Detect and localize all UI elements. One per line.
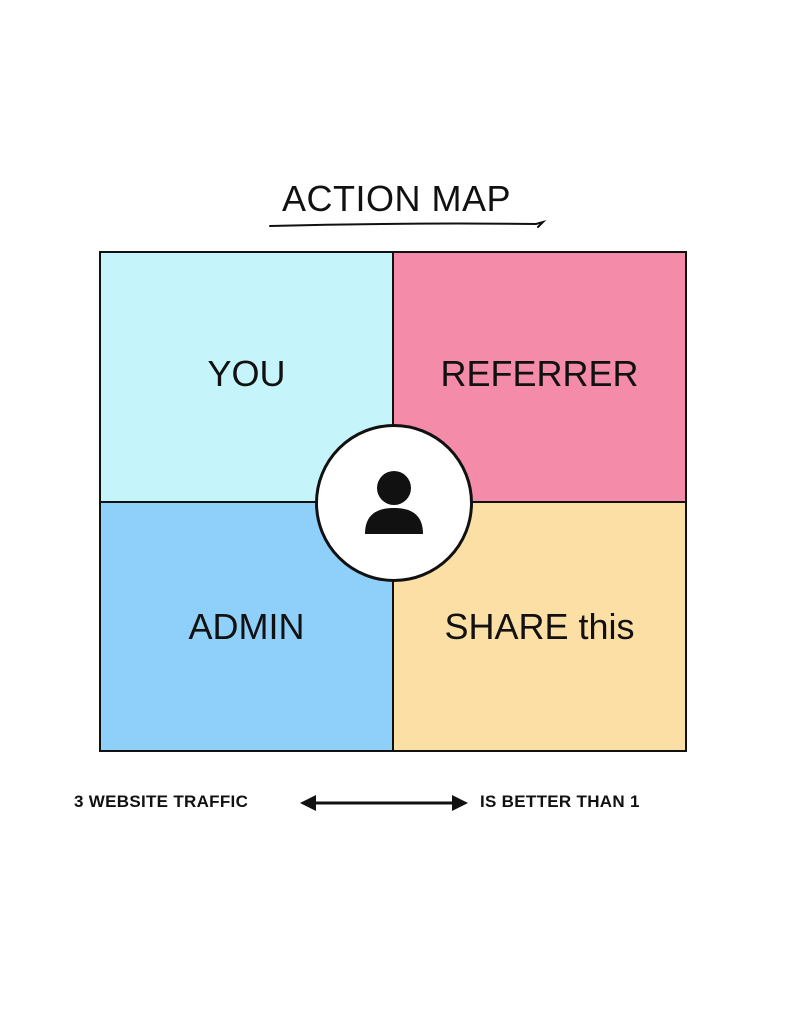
user-icon: [365, 471, 423, 534]
title-underline: [269, 219, 547, 228]
quadrant-share-label: SHARE this: [444, 605, 635, 647]
quadrant-you-label: YOU: [207, 353, 286, 394]
double-arrow-icon: [300, 795, 468, 811]
footer-right-text: IS BETTER THAN 1: [480, 792, 640, 811]
center-circle: [315, 424, 473, 582]
footer-left-text: 3 WEBSITE TRAFFIC: [74, 792, 249, 811]
quadrant-admin-label: ADMIN: [188, 605, 305, 647]
page-title: ACTION MAP: [281, 178, 511, 219]
quadrant-referrer-label: REFERRER: [440, 353, 639, 394]
